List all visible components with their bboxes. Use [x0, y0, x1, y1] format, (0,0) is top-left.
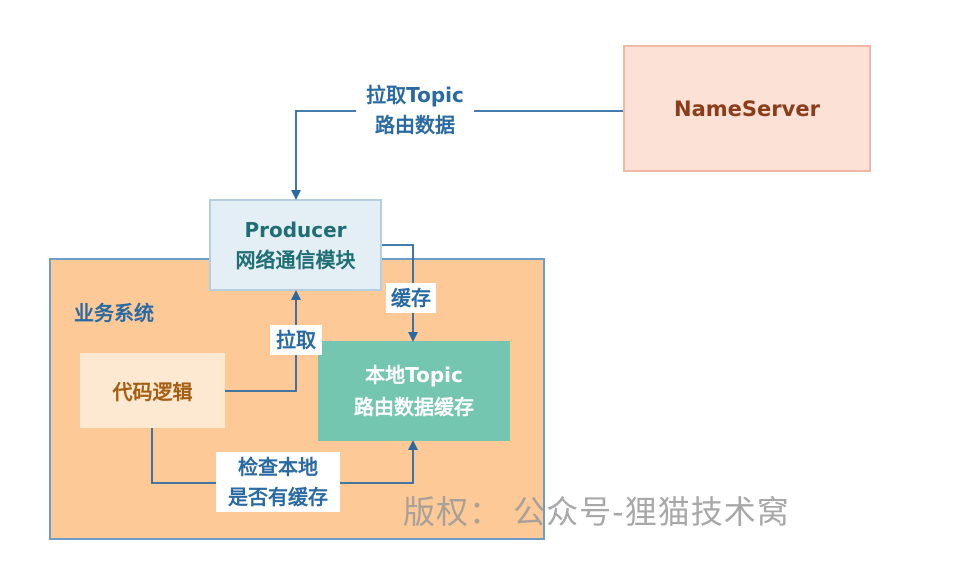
watermark: 版权： 公众号-狸猫技术窝 — [403, 493, 790, 531]
local-cache-line1: 本地Topic — [365, 363, 463, 387]
edge-label-cache: 缓存 — [386, 283, 436, 313]
edge-label-fetch: 拉取 — [270, 325, 322, 355]
nameserver-label: NameServer — [674, 96, 820, 121]
edge-label-check-line1: 检查本地 — [238, 455, 318, 479]
nameserver-node: NameServer — [623, 45, 871, 172]
edge-label-fetch-route-line1: 拉取Topic — [366, 83, 464, 107]
code-logic-node: 代码逻辑 — [80, 353, 225, 428]
code-logic-label: 代码逻辑 — [112, 380, 193, 404]
edge-label-fetch-route: 拉取Topic 路由数据 — [356, 80, 474, 140]
edge-label-fetch-route-line2: 路由数据 — [375, 113, 455, 137]
business-system-label: 业务系统 — [74, 301, 154, 325]
local-cache-node: 本地Topic 路由数据缓存 — [318, 341, 510, 441]
producer-title: Producer — [244, 218, 347, 242]
edge-label-check-line2: 是否有缓存 — [228, 485, 328, 509]
local-cache-line2: 路由数据缓存 — [354, 395, 474, 419]
producer-node: Producer 网络通信模块 — [209, 199, 382, 291]
edge-label-check: 检查本地 是否有缓存 — [216, 452, 340, 512]
edge-nameserver-to-producer — [291, 110, 623, 200]
producer-subtitle: 网络通信模块 — [235, 248, 356, 272]
